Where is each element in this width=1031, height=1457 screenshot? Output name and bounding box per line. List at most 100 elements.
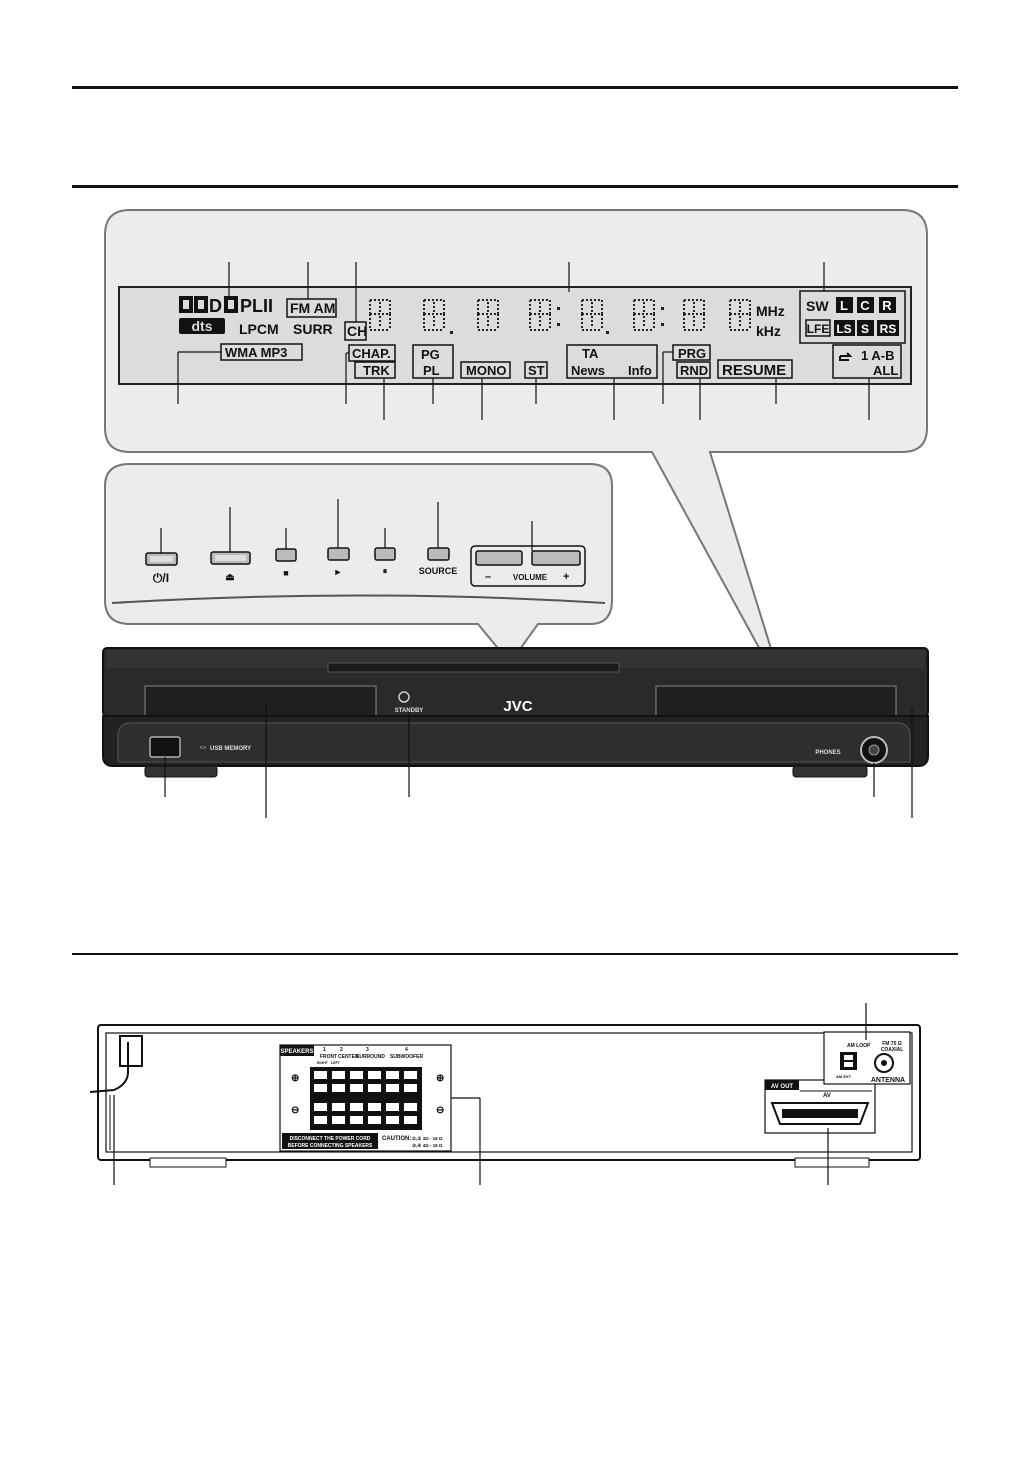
stop-icon: ■: [283, 568, 288, 578]
impedance-1: ①,② 3Ω - 16 Ω: [412, 1136, 443, 1141]
rnd-indicator: RND: [680, 363, 708, 378]
ch-l-indicator: L: [840, 298, 848, 313]
speaker-terminals[interactable]: [310, 1067, 422, 1130]
sw-indicator: SW: [806, 298, 829, 314]
source-button[interactable]: [427, 547, 450, 561]
plus-icon-right: ⊕: [436, 1073, 444, 1084]
resume-indicator: RESUME: [722, 362, 786, 379]
usb-label: USB MEMORY: [210, 746, 251, 752]
dolby-logo: D: [179, 296, 238, 316]
volume-plus: +: [563, 571, 569, 583]
brand-logo: JVC: [503, 698, 532, 715]
button-callout: [104, 463, 613, 665]
prg-indicator: PRG: [678, 346, 706, 361]
ch-indicator: CH: [347, 323, 367, 339]
section-rule-1: [72, 185, 958, 188]
khz-indicator: kHz: [756, 323, 781, 339]
pause-icon: ⏸: [383, 566, 388, 576]
stop-button[interactable]: [275, 548, 297, 562]
fm-label: FM 75 Ω: [882, 1041, 902, 1047]
fm-am-indicator: FM AM: [290, 300, 335, 316]
svg-text:D: D: [209, 296, 222, 316]
right-label: RIGHT: [317, 1061, 329, 1065]
standby-label: STANDBY: [395, 708, 424, 714]
volume-frame: [470, 545, 586, 587]
info-indicator: Info: [628, 363, 652, 378]
left-label: LEFT: [331, 1061, 341, 1065]
channel-box: [799, 290, 906, 344]
mono-indicator: MONO: [466, 363, 506, 378]
ch-r-indicator: R: [882, 298, 892, 313]
antenna-label: ANTENNA: [871, 1077, 905, 1084]
repeat-all-indicator: ALL: [873, 363, 898, 378]
n1-label: 1: [323, 1047, 326, 1053]
usb-icon: ⇔: [198, 742, 208, 753]
mhz-indicator: MHz: [756, 303, 785, 319]
ta-indicator: TA: [582, 346, 599, 361]
power-cord: [89, 1035, 143, 1093]
av-out-label: AV OUT: [771, 1084, 794, 1090]
ch-ls-indicator: LS: [836, 322, 851, 336]
power-button[interactable]: [145, 552, 178, 566]
disc-tray[interactable]: [144, 685, 377, 717]
pg-indicator: PG: [421, 347, 440, 362]
antenna-panel: [823, 1031, 911, 1085]
pause-button[interactable]: [374, 547, 396, 561]
eject-button[interactable]: [210, 551, 251, 565]
wma-mp3-indicator: WMA MP3: [225, 345, 287, 360]
pl-indicator: PL: [423, 363, 440, 378]
minus-icon-right: ⊖: [436, 1105, 444, 1116]
speakers-label: SPEAKERS: [280, 1049, 313, 1055]
front-unit: STANDBY JVC ⇔ USB MEMORY PHONES: [102, 647, 929, 778]
chap-indicator: CHAP.: [352, 346, 391, 361]
front-display-window: [655, 685, 897, 717]
play-icon: ►: [334, 567, 343, 577]
front-label: FRONT: [320, 1054, 337, 1060]
am-terminal[interactable]: [840, 1052, 857, 1070]
impedance-2: ③,④ 4Ω - 16 Ω: [412, 1143, 443, 1148]
dts-logo: [179, 318, 225, 334]
plus-icon: ⊕: [291, 1073, 299, 1084]
display-panel: [118, 286, 912, 385]
st-indicator: ST: [528, 363, 545, 378]
n4-label: 4: [405, 1047, 408, 1053]
lpcm-indicator: LPCM: [239, 321, 279, 337]
av-label: AV: [823, 1093, 831, 1099]
warning-line-1: DISCONNECT THE POWER CORD: [290, 1136, 371, 1142]
pl2-indicator: PLII: [240, 296, 273, 316]
subwoofer-label: SUBWOOFER: [390, 1054, 423, 1060]
volume-up-button[interactable]: [531, 550, 581, 566]
center-label: CENTER: [338, 1054, 359, 1060]
caution-label: CAUTION:: [382, 1136, 411, 1142]
volume-label: VOLUME: [513, 573, 548, 582]
n3-label: 3: [366, 1047, 369, 1053]
am-ext-label: AM EXT: [836, 1074, 852, 1079]
usb-port[interactable]: [149, 736, 181, 758]
repeat-icon: [839, 352, 853, 361]
surround-label: SURROUND: [356, 1054, 385, 1060]
minus-icon: ⊖: [291, 1105, 299, 1116]
phones-label: PHONES: [815, 750, 840, 756]
repeat-1ab-indicator: 1 A-B: [861, 348, 894, 363]
segment-colons: [450, 307, 664, 334]
volume-minus: –: [485, 571, 491, 583]
rear-unit: SPEAKERS 1 FRONT 2 CENTER 3 SURROUND 4 S…: [89, 1024, 921, 1168]
segment-digits: [369, 299, 751, 331]
news-indicator: News: [571, 363, 605, 378]
panel-callout-lines: [160, 499, 533, 553]
power-label: ⏻/I: [153, 571, 169, 585]
warning-line-2: BEFORE CONNECTING SPEAKERS: [288, 1143, 373, 1149]
source-label: SOURCE: [419, 566, 458, 576]
n2-label: 2: [340, 1047, 343, 1053]
volume-down-button[interactable]: [475, 550, 523, 566]
ch-c-indicator: C: [860, 298, 870, 313]
rear-callout-lines: [113, 1003, 867, 1185]
coaxial-label: COAXIAL: [881, 1047, 904, 1053]
dts-text: dts: [192, 318, 213, 334]
lfe-indicator: LFE: [807, 322, 830, 336]
play-button[interactable]: [327, 547, 350, 561]
display-callout-lines: [177, 262, 870, 420]
section-rule-2: [72, 953, 958, 955]
top-rule: [72, 86, 958, 89]
